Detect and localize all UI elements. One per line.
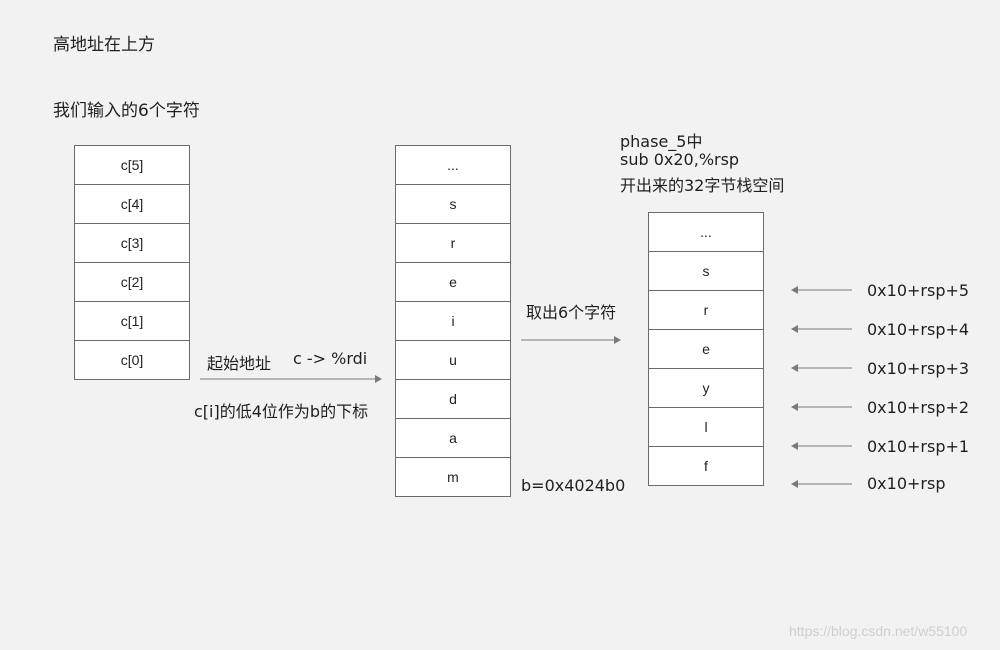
stack-space: ... s r e y l f xyxy=(648,212,764,486)
index-rule-label: c[i]的低4位作为b的下标 xyxy=(194,402,369,421)
offset-label: 0x10+rsp+2 xyxy=(867,398,970,417)
input-cell: c[0] xyxy=(75,341,189,380)
table-cell: ... xyxy=(396,146,510,185)
offset-label: 0x10+rsp+3 xyxy=(867,359,970,378)
phase-instruction: sub 0x20,%rsp xyxy=(620,150,740,169)
table-base-label: b=0x4024b0 xyxy=(521,476,626,495)
input-cell: c[4] xyxy=(75,185,189,224)
lookup-table-stack: ... s r e i u d a m xyxy=(395,145,511,497)
stack-cell: r xyxy=(649,291,763,330)
offset-label: 0x10+rsp+5 xyxy=(867,281,970,300)
register-label: c -> %rdi xyxy=(293,349,368,368)
input-cell: c[3] xyxy=(75,224,189,263)
input-array-stack: c[5] c[4] c[3] c[2] c[1] c[0] xyxy=(74,145,190,380)
table-cell: d xyxy=(396,380,510,419)
input-cell: c[5] xyxy=(75,146,189,185)
offset-arrow xyxy=(791,442,852,450)
start-address-label: 起始地址 xyxy=(207,354,272,373)
input-cell: c[2] xyxy=(75,263,189,302)
table-cell: u xyxy=(396,341,510,380)
stack-cell: ... xyxy=(649,213,763,252)
start-address-arrow xyxy=(200,375,382,383)
phase-title: phase_5中 xyxy=(620,132,703,151)
extract-arrow xyxy=(521,336,621,344)
high-address-note: 高地址在上方 xyxy=(53,35,155,55)
stack-cell: l xyxy=(649,408,763,447)
offset-label: 0x10+rsp xyxy=(867,474,946,493)
stack-cell: s xyxy=(649,252,763,291)
table-cell: s xyxy=(396,185,510,224)
table-cell: i xyxy=(396,302,510,341)
stack-cell: e xyxy=(649,330,763,369)
table-cell: a xyxy=(396,419,510,458)
offset-arrow xyxy=(791,403,852,411)
offset-arrow xyxy=(791,286,852,294)
stack-cell: f xyxy=(649,447,763,486)
input-chars-label: 我们输入的6个字符 xyxy=(53,101,200,121)
watermark: https://blog.csdn.net/w55100 xyxy=(789,623,968,639)
input-cell: c[1] xyxy=(75,302,189,341)
phase-description: 开出来的32字节栈空间 xyxy=(620,176,785,195)
stack-cell: y xyxy=(649,369,763,408)
table-cell: r xyxy=(396,224,510,263)
extract-label: 取出6个字符 xyxy=(526,303,617,322)
offset-arrow xyxy=(791,364,852,372)
table-cell: m xyxy=(396,458,510,497)
offset-arrow xyxy=(791,325,852,333)
table-cell: e xyxy=(396,263,510,302)
offset-arrow xyxy=(791,480,852,488)
offset-label: 0x10+rsp+1 xyxy=(867,437,970,456)
offset-label: 0x10+rsp+4 xyxy=(867,320,970,339)
